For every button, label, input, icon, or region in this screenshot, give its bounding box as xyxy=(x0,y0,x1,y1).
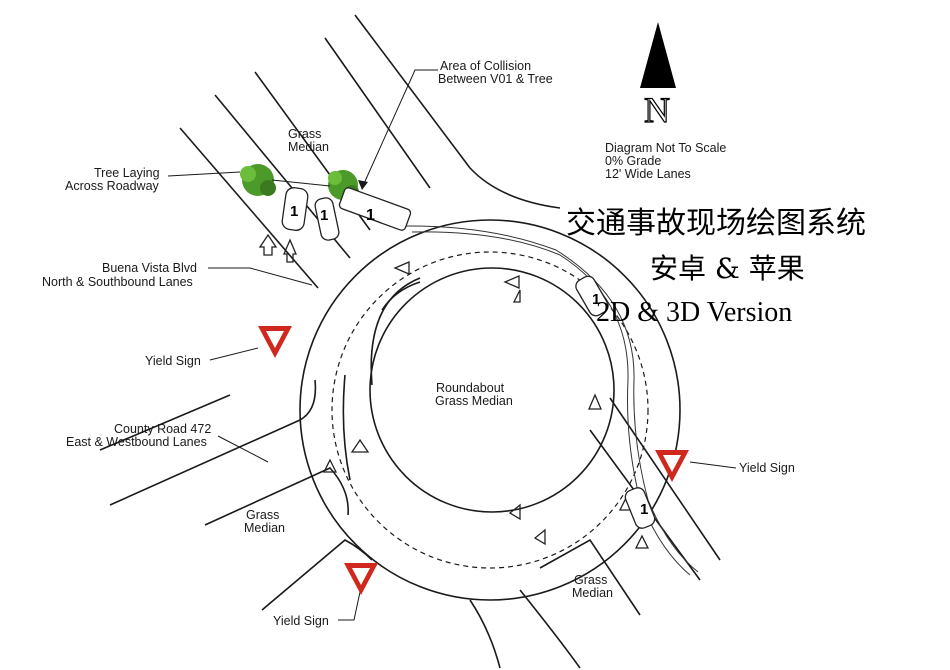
fallen-trunk xyxy=(271,179,331,187)
north-arrow: N xyxy=(640,22,676,131)
yield-sign-icon xyxy=(344,563,378,595)
label-tree-2: Across Roadway xyxy=(65,179,160,193)
county-road-472 xyxy=(99,379,349,526)
leader-collision xyxy=(361,69,438,189)
label-county-1: County Road 472 xyxy=(114,422,211,436)
vehicle-v01-entry: 1 xyxy=(624,487,656,529)
note-lanes: 12' Wide Lanes xyxy=(605,167,691,181)
label-yield-bottom: Yield Sign xyxy=(273,614,329,628)
label-grass-top-1: Grass xyxy=(288,127,321,141)
label-collision-2: Between V01 & Tree xyxy=(438,72,553,86)
tree-left xyxy=(240,164,276,196)
label-grass-left-1: Grass xyxy=(246,508,279,522)
label-grass-top-2: Median xyxy=(288,140,329,154)
vehicle-label: 1 xyxy=(366,207,375,224)
label-county-2: East & Westbound Lanes xyxy=(66,435,207,449)
yield-sign-icon xyxy=(258,326,292,358)
lane-arrows xyxy=(258,233,650,549)
vehicle-label: 1 xyxy=(320,207,328,224)
vehicle-label: 1 xyxy=(290,203,298,220)
label-grass-right-1: Grass xyxy=(574,573,607,587)
label-collision-1: Area of Collision xyxy=(440,59,531,73)
label-yield-right: Yield Sign xyxy=(739,461,795,475)
watermark-line3: 2D & 3D Version xyxy=(596,297,792,328)
buena-vista-road xyxy=(179,14,561,289)
yield-sign-icon xyxy=(655,450,689,482)
vehicle-label: 1 xyxy=(592,291,600,308)
note-scale: Diagram Not To Scale xyxy=(605,141,726,155)
watermark-line2: 安卓 & 苹果 xyxy=(650,252,805,285)
label-tree-1: Tree Laying xyxy=(94,166,160,180)
label-yield-left: Yield Sign xyxy=(145,354,201,368)
vehicle-v01-circle: 1 xyxy=(575,275,609,317)
leader-yield-bottom xyxy=(338,591,361,621)
vehicle-v01-tree: 1 xyxy=(338,187,412,231)
leader-tree xyxy=(167,171,241,177)
southeast-road xyxy=(519,397,721,669)
north-letter: N xyxy=(644,90,670,130)
label-roundabout-1: Roundabout xyxy=(436,381,505,395)
label-buena-1: Buena Vista Blvd xyxy=(102,261,197,275)
watermark-line1: 交通事故现场绘图系统 xyxy=(566,206,866,241)
leader-county xyxy=(217,435,269,463)
note-grade: 0% Grade xyxy=(605,154,661,168)
label-roundabout-2: Grass Median xyxy=(435,394,513,408)
south-road xyxy=(261,539,501,669)
vehicle-v01-impact: 1 xyxy=(314,197,340,241)
leader-yield-left xyxy=(209,347,259,361)
leader-buena xyxy=(208,267,313,286)
label-buena-2: North & Southbound Lanes xyxy=(42,275,193,289)
leader-yield-right xyxy=(689,461,737,469)
roundabout xyxy=(299,219,681,601)
vehicle-v01-final: 1 xyxy=(281,187,309,231)
label-grass-left-2: Median xyxy=(244,521,285,535)
vehicle-label: 1 xyxy=(640,501,648,518)
label-grass-right-2: Median xyxy=(572,586,613,600)
